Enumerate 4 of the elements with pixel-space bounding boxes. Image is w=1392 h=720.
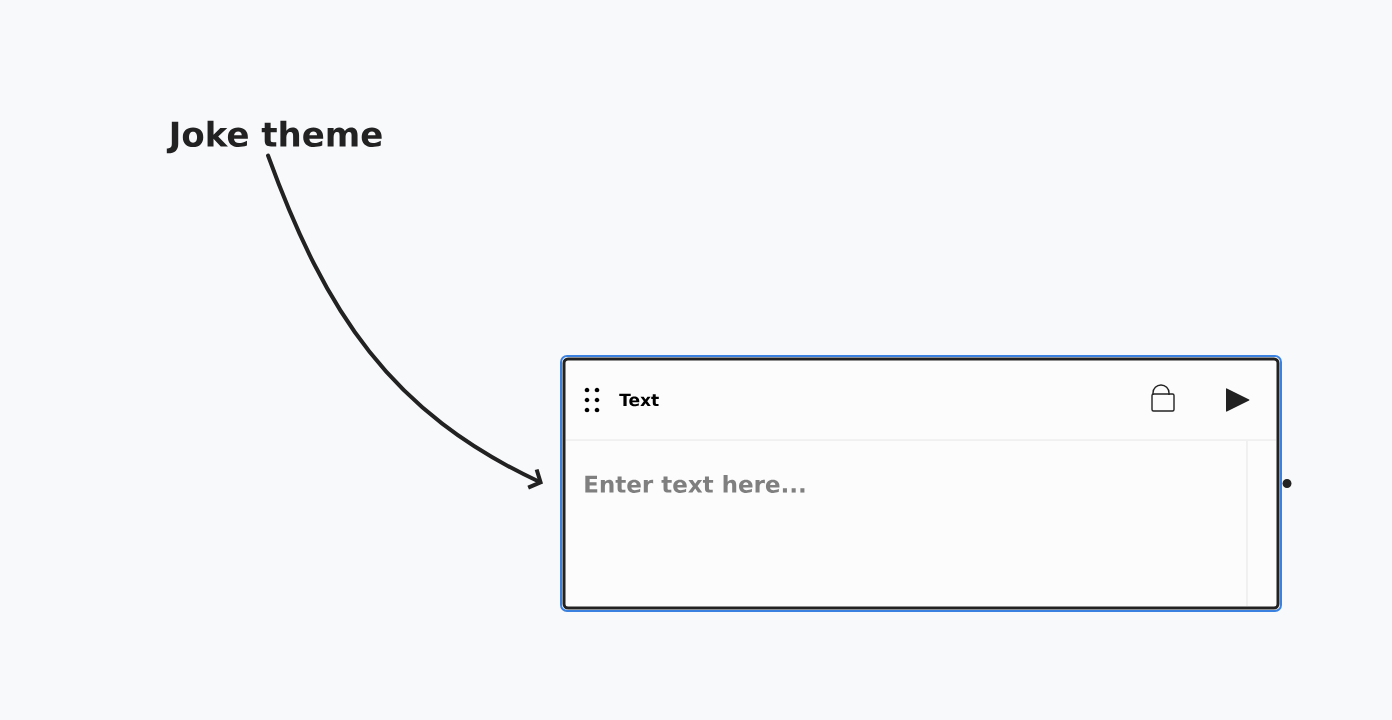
arrow (266, 153, 543, 490)
title-text: Joke theme (166, 120, 382, 154)
placeholder-text: Enter text here... (585, 475, 805, 493)
header-title: Text (619, 393, 659, 407)
